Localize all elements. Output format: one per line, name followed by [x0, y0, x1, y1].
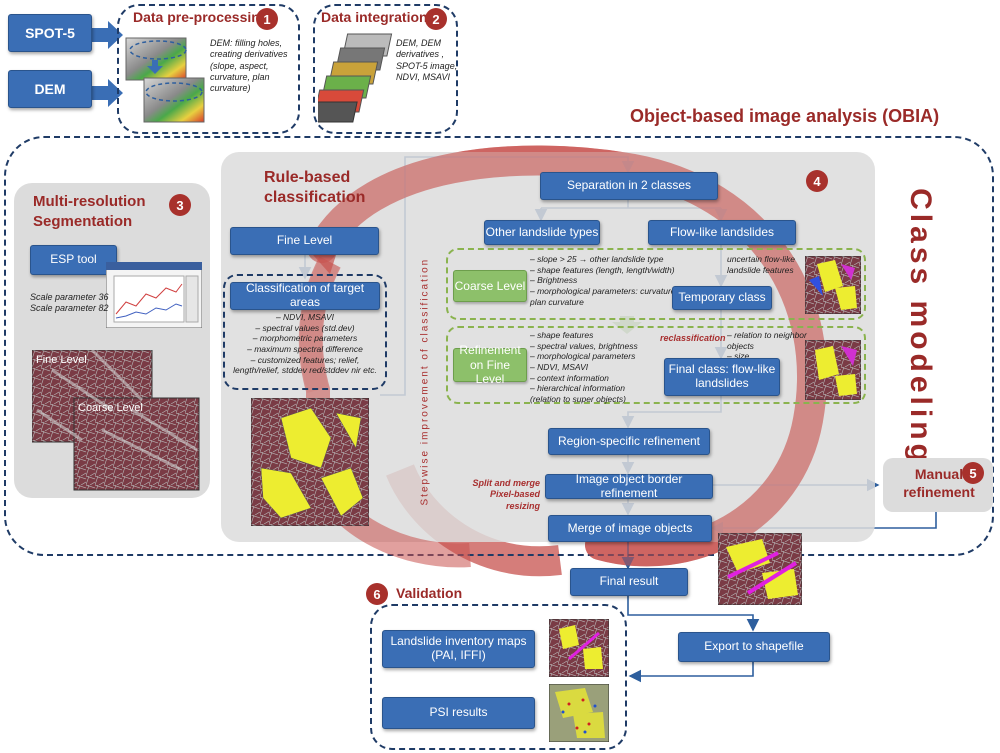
badge-6: 6 [366, 583, 388, 605]
split-merge-label: Split and merge Pixel-based resizing [472, 478, 540, 511]
badge-4: 4 [806, 170, 828, 192]
arrow-spot [92, 21, 123, 49]
coarse-level-box: Coarse Level [453, 270, 527, 302]
arrow-dem [92, 79, 123, 107]
separation-box: Separation in 2 classes [540, 172, 718, 200]
psi-results-box: PSI results [382, 697, 535, 729]
class-modeling-title: Class modeling [904, 188, 937, 466]
integration-stack [318, 33, 393, 123]
target-note: – NDVI, MSAVI – spectral values (std.dev… [233, 312, 377, 376]
fine-level-box: Fine Level [230, 227, 379, 255]
classification-target-box: Classification of target areas [230, 281, 380, 310]
badge-2: 2 [425, 8, 447, 30]
border-refinement-box: Image object border refinement [545, 472, 713, 499]
inventory-image [549, 619, 609, 677]
inventory-maps-box: Landslide inventory maps (PAI, IFFI) [382, 630, 535, 668]
classification-result-image [251, 398, 369, 526]
flow-like-box: Flow-like landslides [648, 220, 796, 245]
rule-title: Rule-based classification [264, 169, 366, 206]
preproc-frame [117, 4, 300, 134]
esp-tool-button: ESP tool [30, 245, 117, 275]
validation-title: Validation [396, 585, 463, 601]
validation-frame [370, 604, 627, 750]
badge-1: 1 [256, 8, 278, 30]
coarse-frame [446, 248, 866, 320]
esp-plot-thumbnail [106, 262, 202, 328]
reclassification-label: reclassification [660, 333, 726, 343]
temporary-class-box: Temporary class [672, 286, 772, 310]
integration-note: DEM, DEM derivatives , SPOT-5 image, NDV… [396, 38, 458, 82]
stepwise-label: Stepwise improvement of classification [419, 257, 431, 506]
merge-objects-box: Merge of image objects [548, 515, 712, 542]
spot5-box: SPOT-5 [8, 14, 92, 52]
obia-frame [4, 136, 994, 556]
segmentation-images [32, 350, 200, 491]
target-areas-frame [223, 274, 387, 390]
dem-box: DEM [8, 70, 92, 108]
integration-title: Data integration [321, 9, 428, 25]
manual-title: Manual refinement [903, 466, 975, 501]
coarse-level-label: Coarse Level [78, 402, 143, 414]
scale-params: Scale parameter 36 Scale parameter 82 [30, 292, 109, 314]
uncertain-note: uncertain flow-like landslide features [727, 254, 796, 275]
final-result-image [718, 533, 802, 605]
refinement-frame [446, 326, 866, 404]
final-result-box: Final result [570, 568, 688, 596]
preproc-title: Data pre-processing [133, 9, 269, 25]
preproc-note: DEM: filling holes, creating derivatives… [210, 38, 288, 93]
temporary-image [805, 256, 861, 314]
obia-title: Object-based image analysis (OBIA) [630, 106, 940, 126]
coarse-note: – slope > 25 → other landslide type – sh… [530, 254, 678, 307]
final-class-image [805, 340, 861, 400]
refine-note: – shape features – spectral values, brig… [530, 330, 638, 404]
badge-5: 5 [962, 462, 984, 484]
other-landslide-box: Other landslide types [484, 220, 600, 245]
region-refinement-box: Region-specific refinement [548, 428, 710, 455]
refinement-fine-box: Refinement on Fine Level [453, 343, 527, 386]
dem-thumbnails [125, 37, 205, 123]
final-class-box: Final class: flow-like landslides [664, 358, 780, 396]
badge-3: 3 [169, 194, 191, 216]
psi-image [549, 684, 609, 742]
fine-level-label: Fine Level [36, 354, 87, 366]
segmentation-title: Multi-resolution Segmentation [33, 193, 146, 230]
integration-frame [313, 4, 458, 134]
relation-note: – relation to neighbor objects – size [727, 330, 807, 362]
export-shapefile-box: Export to shapefile [678, 632, 830, 662]
